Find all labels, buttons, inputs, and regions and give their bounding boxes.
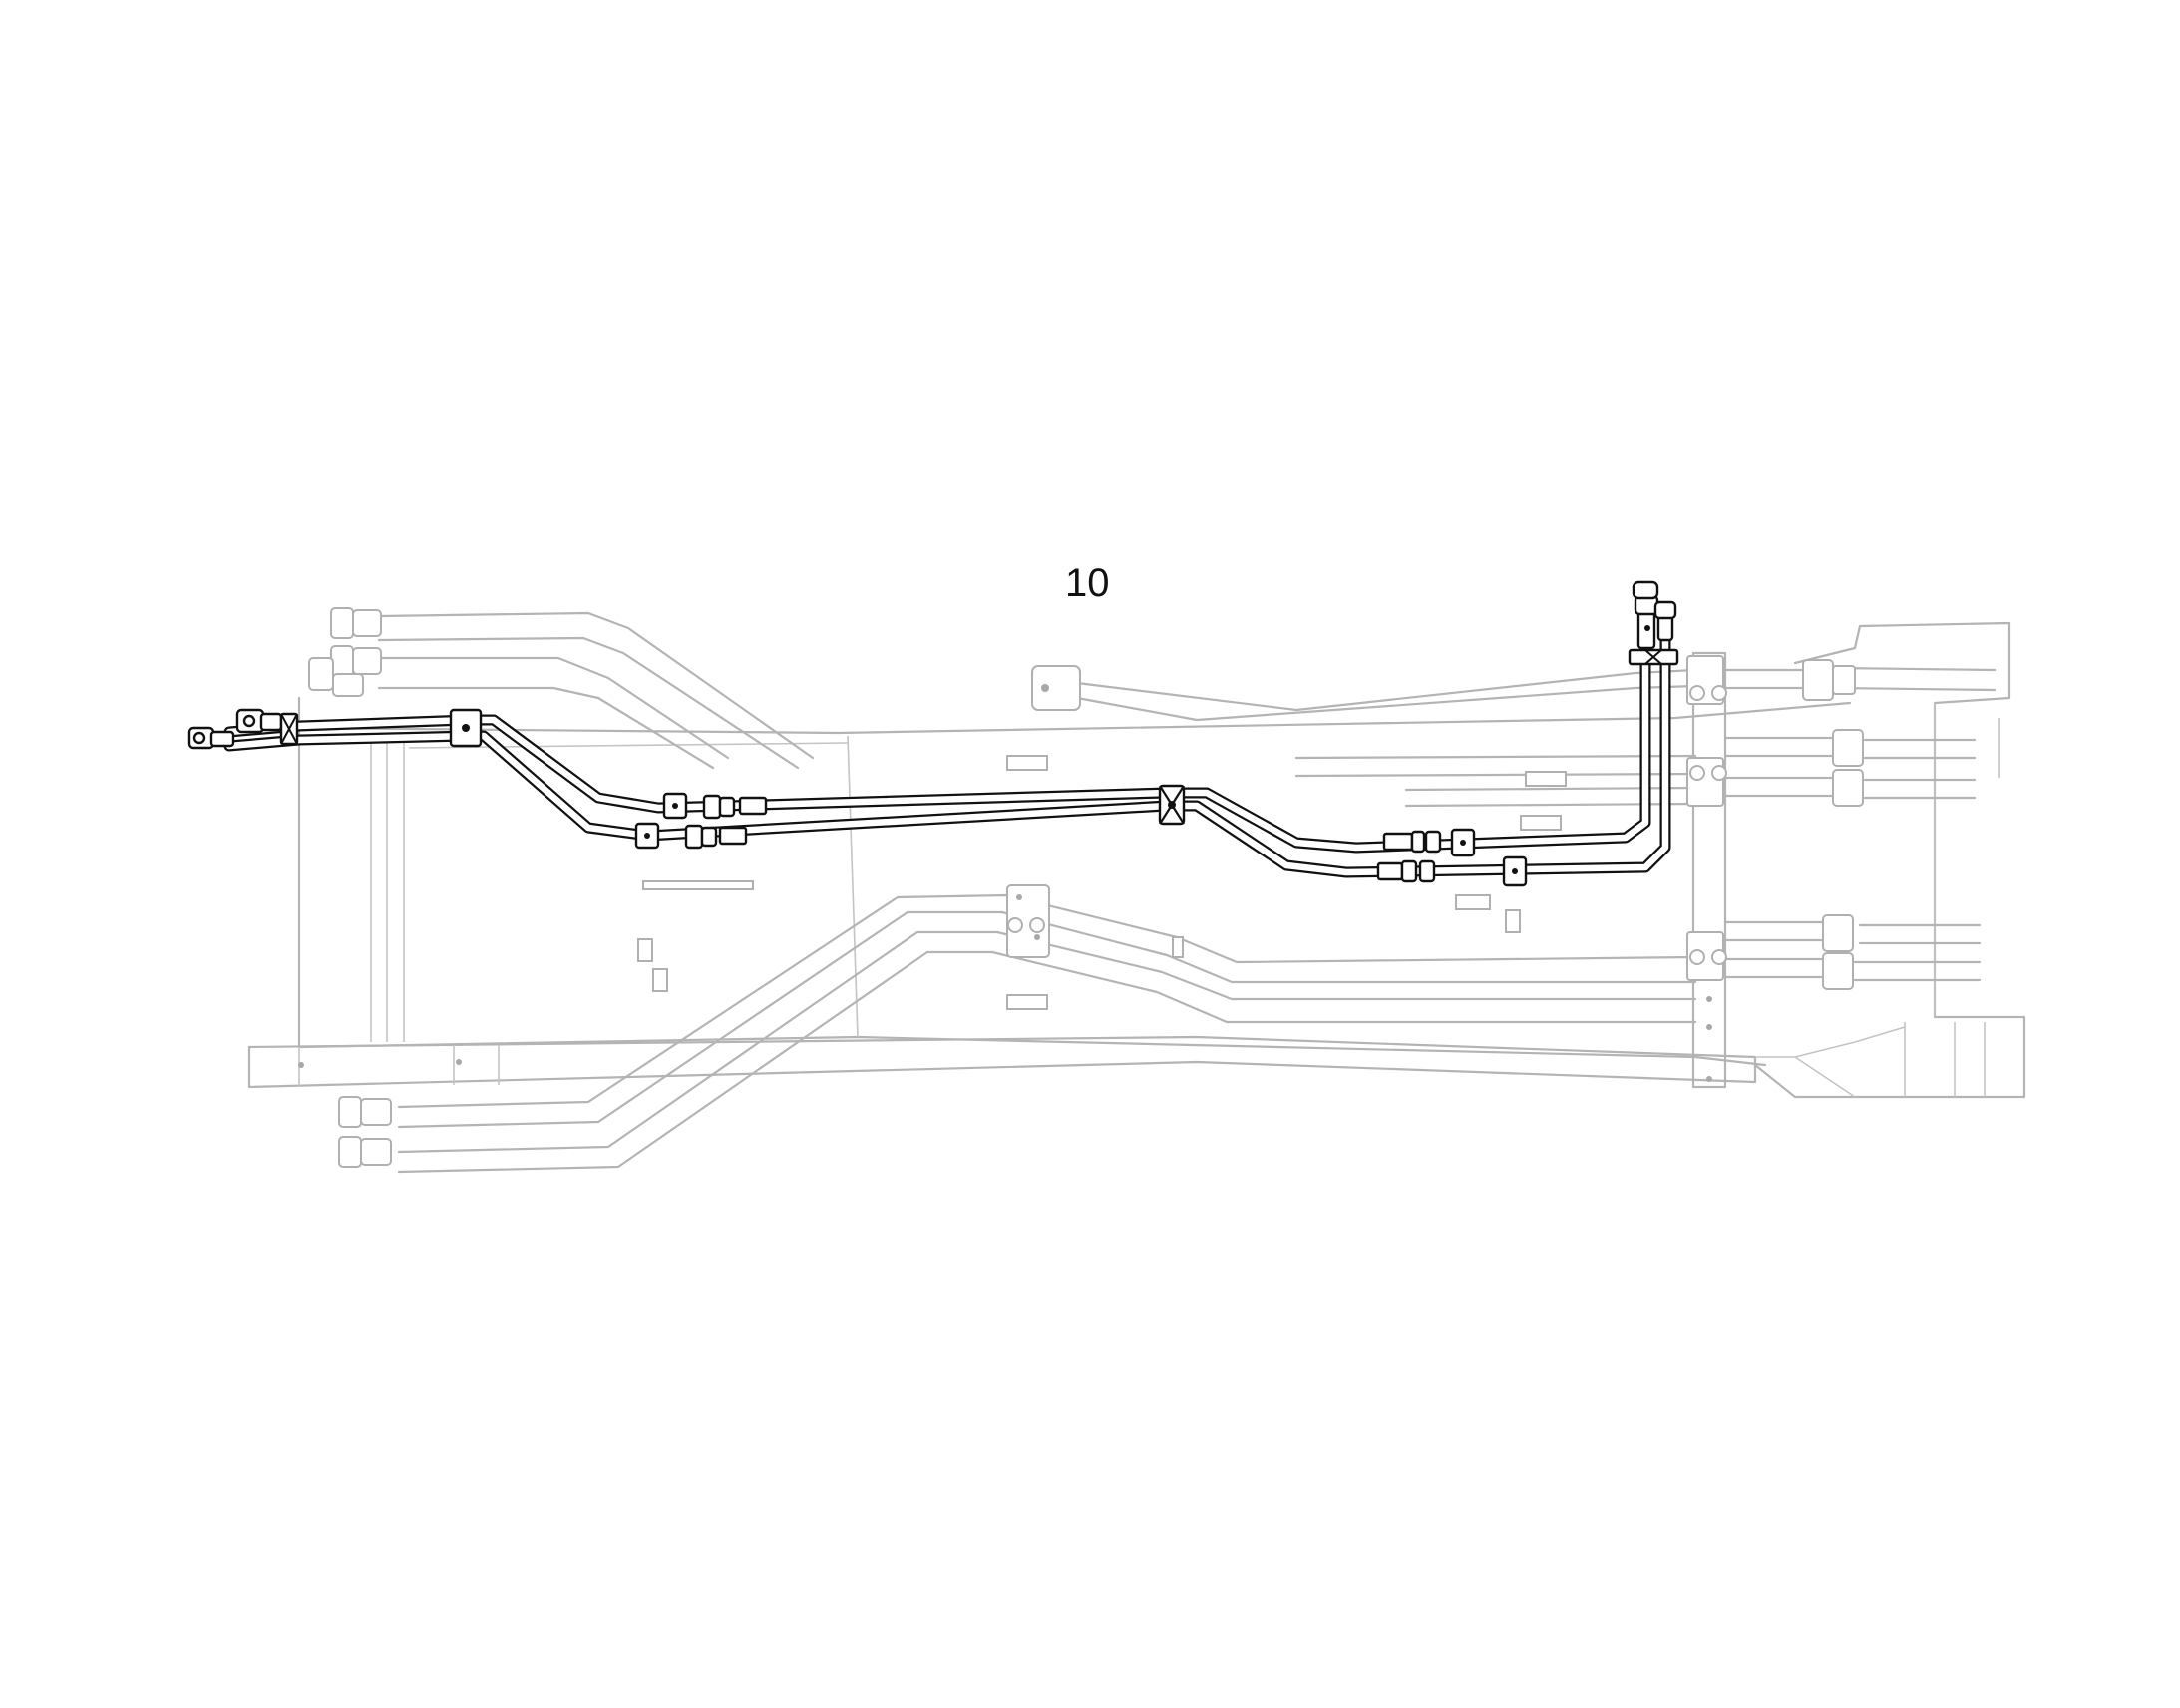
ghost-hose-upper-1 bbox=[377, 611, 815, 760]
front-end-inner bbox=[1904, 703, 2000, 1097]
hose-b-midleft-fittings bbox=[634, 822, 748, 850]
clamp-center bbox=[1158, 784, 1186, 826]
ghost-hose-right-4 bbox=[1294, 772, 1697, 778]
callout-item-10: 10 bbox=[1065, 561, 1110, 605]
hose-b-right-fittings bbox=[1376, 855, 1528, 887]
ghost-hose-front-2 bbox=[1723, 736, 1977, 760]
left-end-fittings bbox=[187, 708, 299, 750]
plate-bolts bbox=[1007, 685, 1727, 965]
clamp-left bbox=[449, 708, 483, 748]
ghost-hose-lower-4 bbox=[397, 950, 1697, 1174]
ghost-hose-upper-3 bbox=[377, 656, 730, 760]
ghost-hose-front-4 bbox=[1723, 920, 1982, 945]
frame-bottom-edge bbox=[297, 1035, 1767, 1067]
chassis-frame bbox=[247, 621, 2026, 1099]
hose-b-core bbox=[225, 634, 1669, 876]
ghost-hose-front-3 bbox=[1723, 776, 1977, 800]
ghost-hose-front-1 bbox=[1723, 666, 1997, 692]
ghost-hose-lower-2 bbox=[397, 910, 1697, 1129]
hose-b-outline bbox=[223, 632, 1671, 878]
frame-top-edge bbox=[297, 701, 1852, 735]
hose-a-midleft-fittings bbox=[662, 792, 768, 820]
ghost-hose-right-2 bbox=[1075, 684, 1697, 722]
ghost-hose-front-5 bbox=[1723, 957, 1982, 982]
ghost-hose-right-3 bbox=[1294, 754, 1697, 760]
rear-crossbar bbox=[247, 1035, 1757, 1089]
front-taper bbox=[1755, 1026, 1906, 1098]
context-hoses bbox=[308, 607, 1997, 1174]
hose-a-right-fittings bbox=[1382, 828, 1476, 857]
ghost-hose-right-6 bbox=[1404, 802, 1697, 808]
ghost-hose-lower-3 bbox=[397, 930, 1697, 1154]
frame-center-divider bbox=[847, 735, 859, 1038]
riser-top-fittings bbox=[1628, 580, 1679, 666]
ghost-hose-upper-4 bbox=[377, 686, 715, 770]
frame-top-inner-edge bbox=[408, 742, 849, 749]
hose-assembly-item-10 bbox=[187, 580, 1679, 887]
ghost-hose-right-5 bbox=[1404, 786, 1697, 792]
ghost-hose-upper-2 bbox=[377, 636, 800, 770]
mounting-plate bbox=[1691, 651, 1727, 1089]
